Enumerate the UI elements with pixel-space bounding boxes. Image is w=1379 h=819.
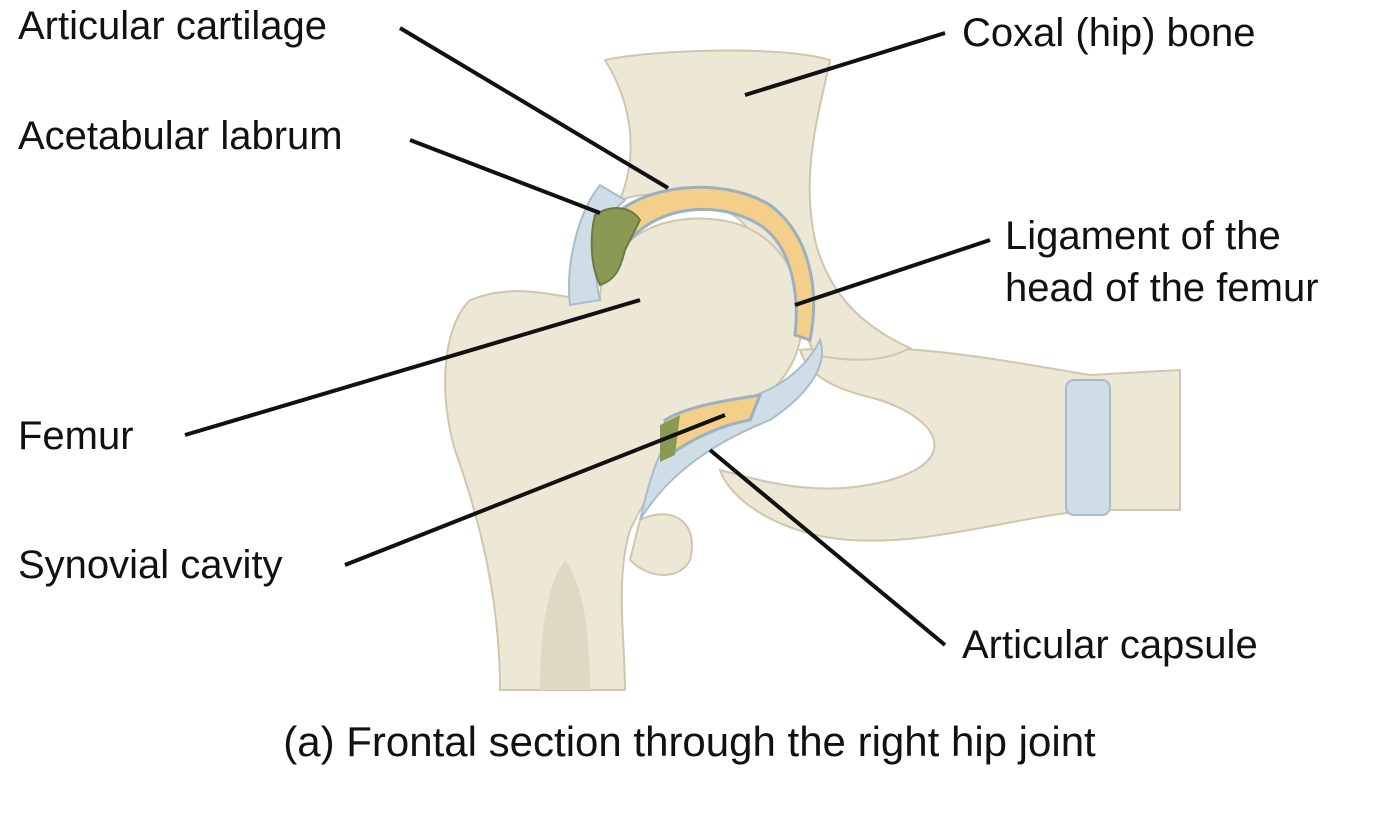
leader-articular-cartilage xyxy=(398,26,670,190)
label-acetabular-labrum: Acetabular labrum xyxy=(18,114,343,158)
label-coxal-bone: Coxal (hip) bone xyxy=(962,11,1256,55)
label-articular-capsule: Articular capsule xyxy=(962,623,1258,667)
acetabular-labrum xyxy=(590,207,642,287)
leader-lines xyxy=(184,26,991,647)
label-ligament-line2: head of the femur xyxy=(1005,266,1319,310)
label-articular-cartilage: Articular cartilage xyxy=(18,4,328,48)
leader-ligament xyxy=(794,238,991,307)
leader-acetabular-labrum xyxy=(409,138,601,215)
obturator-band xyxy=(1065,379,1111,516)
articular-cartilage xyxy=(607,185,816,342)
leader-femur xyxy=(184,298,641,437)
leader-articular-capsule xyxy=(708,448,947,647)
leader-synovial-cavity xyxy=(344,413,726,567)
medullary-cavity xyxy=(540,560,590,690)
femoral-cartilage-lower xyxy=(663,393,763,458)
figure-caption: (a) Frontal section through the right hi… xyxy=(283,718,1096,765)
leader-coxal-bone xyxy=(744,31,946,97)
label-femur: Femur xyxy=(18,414,134,458)
label-synovial-cavity: Synovial cavity xyxy=(18,543,283,587)
greater-trochanter xyxy=(628,513,693,576)
label-ligament-line1: Ligament of the xyxy=(1005,214,1281,258)
